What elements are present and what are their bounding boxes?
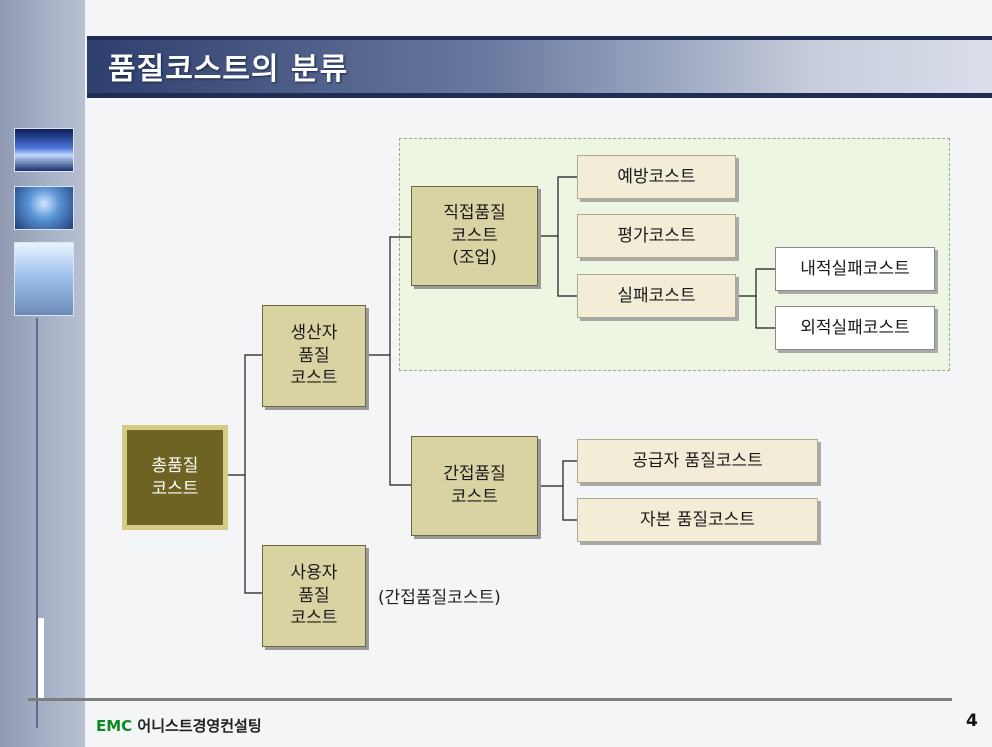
footer-divider [28, 698, 952, 701]
user-cost-note: (간접품질코스트) [378, 588, 501, 608]
decor-image-road [14, 128, 74, 172]
decor-image-people [14, 186, 74, 230]
connector-direct [538, 176, 577, 297]
connector-failure [736, 268, 775, 329]
connector-indirect [538, 460, 577, 521]
page-title: 품질코스트의 분류 [108, 52, 349, 87]
user-quality-cost-box: 사용자 품질 코스트 [262, 545, 366, 647]
title-bar [87, 36, 992, 98]
internal-failure-cost-box: 내적실패코스트 [775, 247, 935, 291]
brand-emc: EMC [96, 717, 133, 735]
indirect-quality-cost-box: 간접품질 코스트 [411, 436, 538, 536]
external-failure-cost-box: 외적실패코스트 [775, 306, 935, 350]
decor-image-building [14, 242, 74, 316]
prevention-cost-box: 예방코스트 [577, 155, 736, 199]
root-total-quality-cost: 총품질 코스트 [122, 425, 228, 530]
page-number: 4 [966, 711, 978, 731]
appraisal-cost-box: 평가코스트 [577, 214, 736, 258]
sidebar-vertical-line [36, 318, 38, 728]
direct-quality-cost-box: 직접품질 코스트 (조업) [411, 186, 538, 286]
supplier-quality-cost-box: 공급자 품질코스트 [577, 439, 818, 483]
producer-quality-cost-box: 생산자 품질 코스트 [262, 305, 366, 407]
connector-producer [366, 236, 411, 486]
failure-cost-box: 실패코스트 [577, 274, 736, 318]
footer-brand: EMC 어니스트경영컨설팅 [96, 715, 262, 736]
capital-quality-cost-box: 자본 품질코스트 [577, 498, 818, 542]
brand-name: 어니스트경영컨설팅 [137, 717, 262, 735]
sidebar-white-stripe [38, 618, 44, 698]
connector-root [228, 354, 262, 594]
